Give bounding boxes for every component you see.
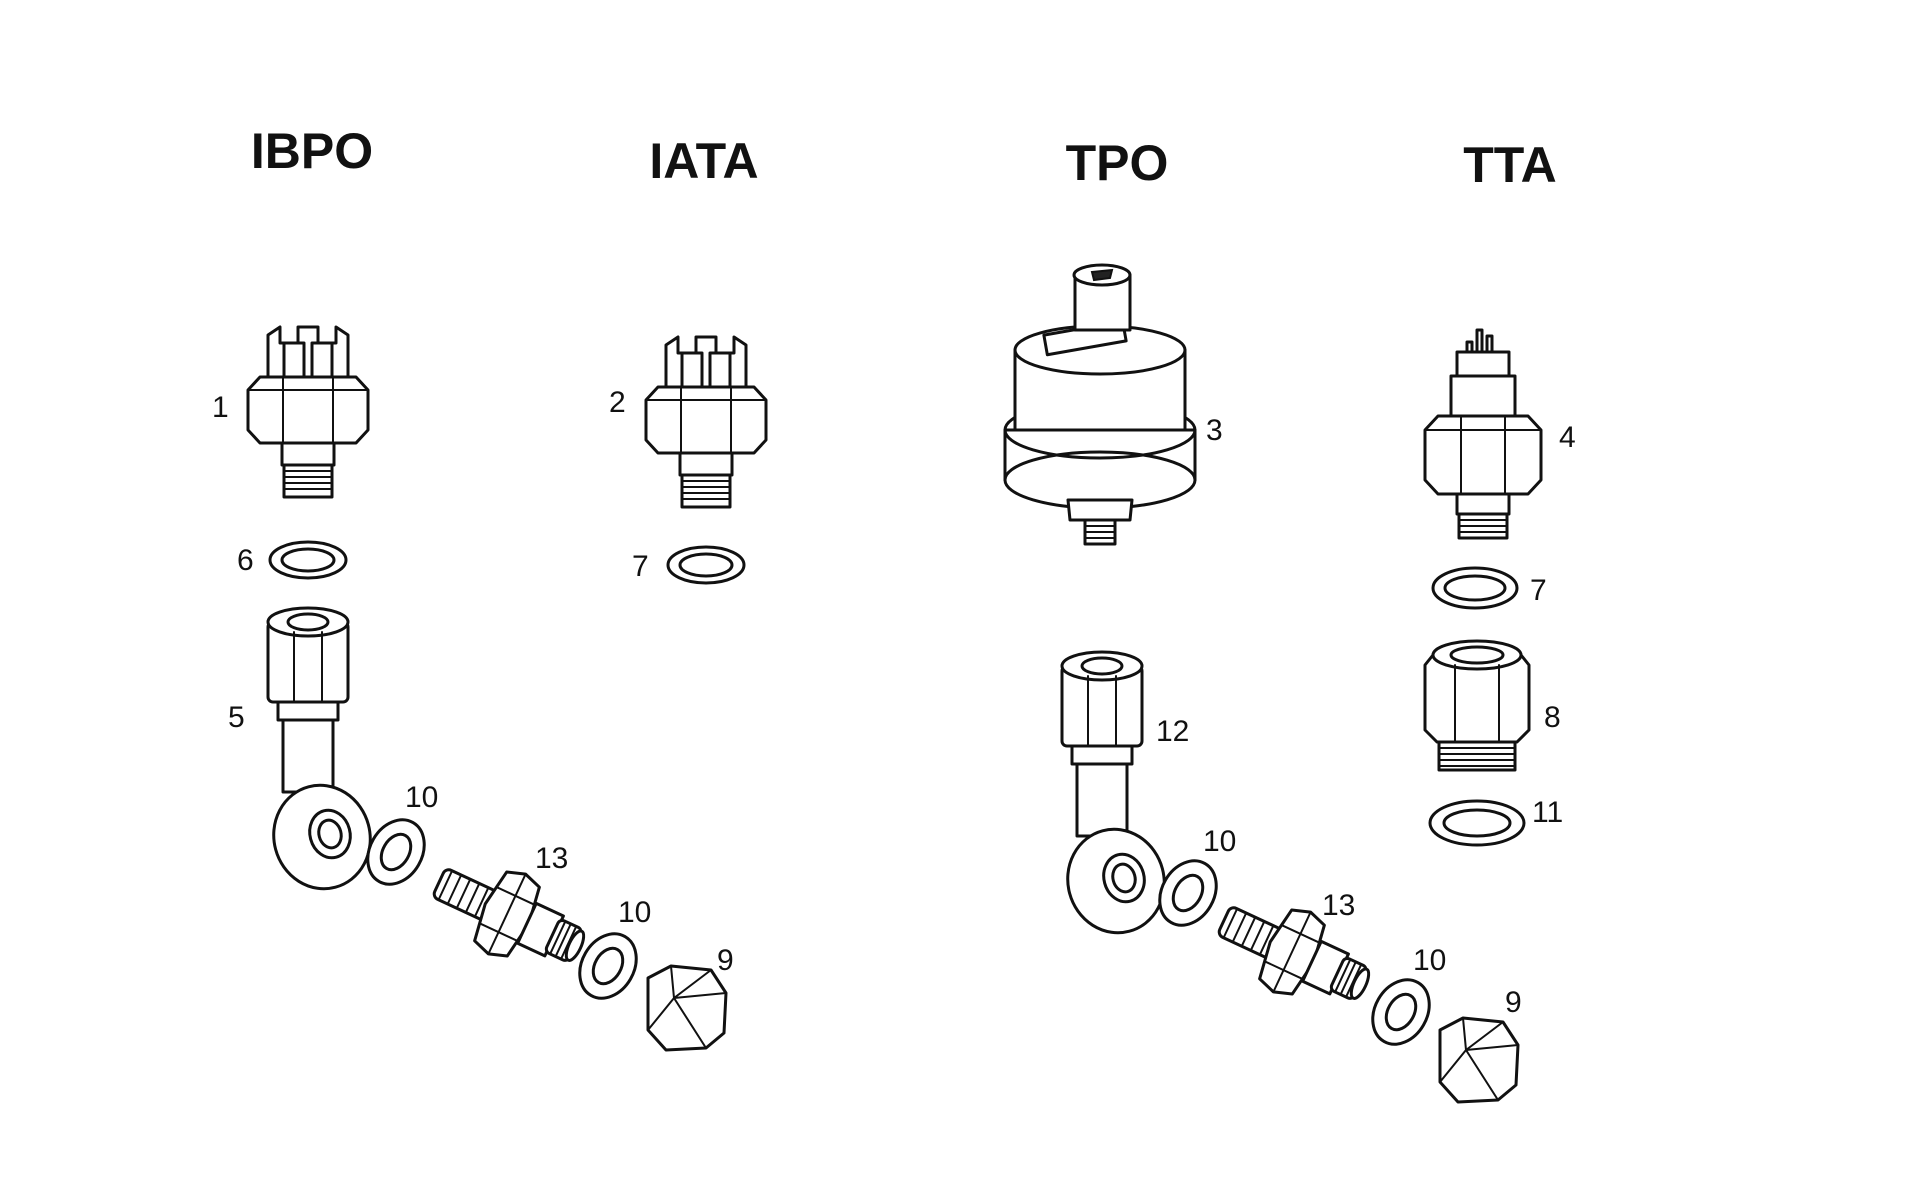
- part-number-11: 11: [1532, 796, 1563, 829]
- part-number-6: 6: [237, 544, 254, 577]
- sealing-washer-tta-top: [1431, 566, 1519, 610]
- banjo-union-ibpo: [260, 606, 384, 902]
- part-number-1: 1: [212, 391, 229, 424]
- part-number-7-a: 7: [632, 550, 649, 583]
- temperature-switch-tta: [1423, 328, 1543, 540]
- part-number-10-c: 10: [1203, 825, 1236, 858]
- part-number-9-b: 9: [1505, 986, 1522, 1019]
- part-number-12: 12: [1156, 715, 1189, 748]
- pressure-switch-iata: [644, 335, 768, 509]
- part-number-2: 2: [609, 386, 626, 419]
- group-title-tta: TTA: [1463, 137, 1556, 193]
- part-number-10-b: 10: [618, 896, 651, 929]
- cap-nut-tpo: [1438, 1016, 1520, 1104]
- part-number-13-b: 13: [1322, 889, 1355, 922]
- adapter-tta: [1423, 639, 1531, 772]
- part-number-10-a: 10: [405, 781, 438, 814]
- sealing-washer-tta-bottom: [1428, 799, 1526, 847]
- part-number-3: 3: [1206, 414, 1223, 447]
- washer-tpo-b: [1359, 968, 1443, 1056]
- part-number-5: 5: [228, 701, 245, 734]
- group-title-ibpo: IBPO: [251, 123, 373, 179]
- part-number-13-a: 13: [535, 842, 568, 875]
- banjo-bolt-ibpo: [418, 840, 601, 990]
- banjo-bolt-tpo: [1203, 878, 1386, 1028]
- group-title-tpo: TPO: [1066, 135, 1169, 191]
- part-number-7-b: 7: [1530, 574, 1547, 607]
- part-number-10-d: 10: [1413, 944, 1446, 977]
- pressure-switch-ibpo: [246, 325, 370, 499]
- banjo-union-tpo: [1054, 650, 1178, 946]
- part-number-4: 4: [1559, 421, 1576, 454]
- sealing-washer-ibpo: [268, 540, 348, 580]
- group-title-iata: IATA: [649, 133, 758, 189]
- oil-pressure-sender-tpo: [1003, 263, 1197, 546]
- sealing-washer-iata: [666, 545, 746, 585]
- part-number-8: 8: [1544, 701, 1561, 734]
- part-number-9-a: 9: [717, 944, 734, 977]
- cap-nut-ibpo: [646, 964, 728, 1052]
